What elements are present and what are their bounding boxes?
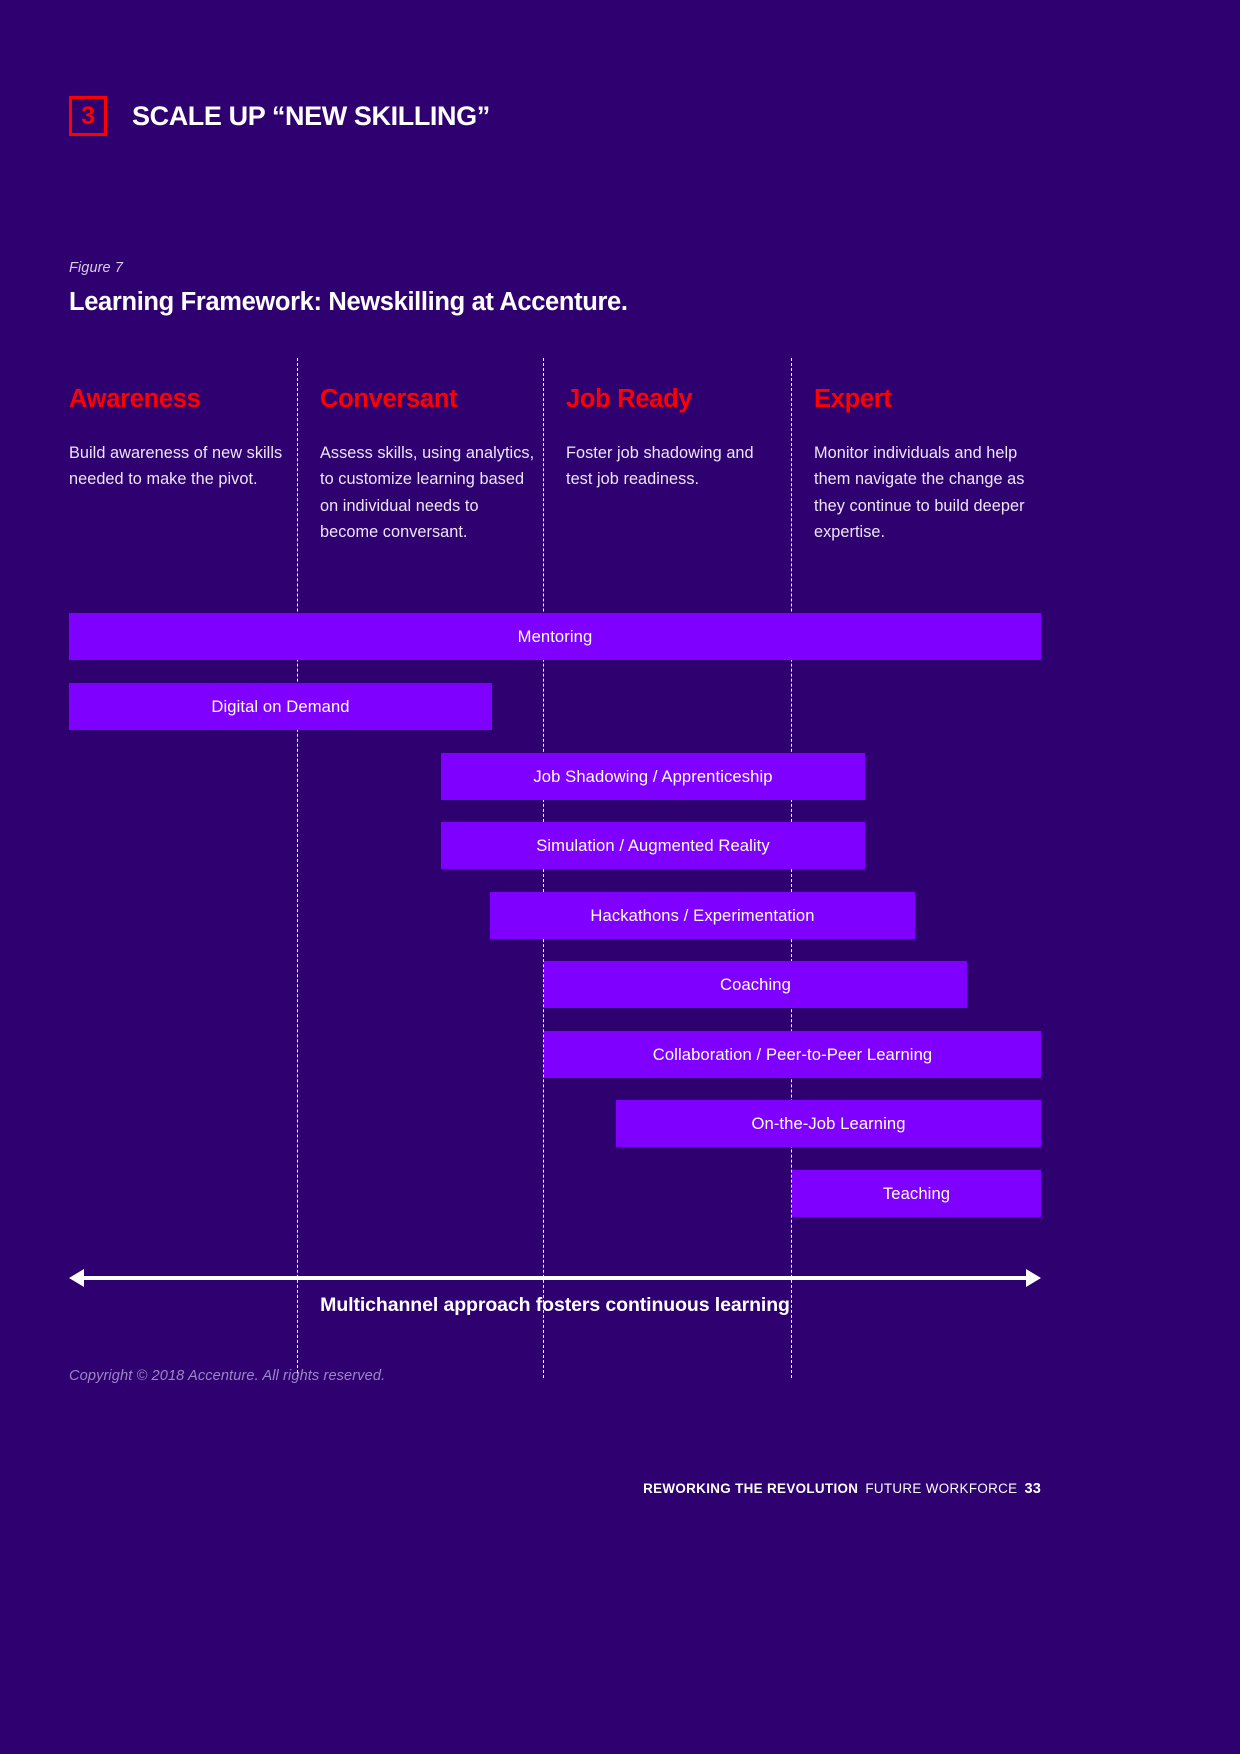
- learning-channel-bar: Hackathons / Experimentation: [490, 892, 915, 939]
- stage-description: Foster job shadowing and test job readin…: [566, 444, 754, 489]
- learning-channel-label: Collaboration / Peer-to-Peer Learning: [652, 1044, 933, 1064]
- stage-column-conversant: Conversant Assess skills, using analytic…: [320, 385, 535, 546]
- learning-channel-label: Mentoring: [517, 626, 593, 646]
- learning-channel-bar: Simulation / Augmented Reality: [441, 822, 865, 869]
- learning-channel-label: Hackathons / Experimentation: [590, 905, 815, 925]
- arrow-left-icon: [69, 1269, 84, 1287]
- stage-heading: Job Ready: [566, 385, 693, 413]
- footer-report-subtitle: FUTURE WORKFORCE: [865, 1481, 1018, 1496]
- footer-report-title: REWORKING THE REVOLUTION: [643, 1481, 859, 1496]
- stage-description: Monitor individuals and help them naviga…: [814, 444, 1025, 542]
- stage-heading: Awareness: [69, 385, 201, 413]
- learning-channel-label: Simulation / Augmented Reality: [536, 835, 770, 855]
- section-header: 3 SCALE UP “NEW SKILLING”: [69, 96, 490, 136]
- stage-column-awareness: Awareness Build awareness of new skills …: [69, 385, 284, 493]
- arrow-right-icon: [1026, 1269, 1041, 1287]
- learning-channel-label: Teaching: [882, 1183, 951, 1203]
- learning-channel-bar: Digital on Demand: [69, 683, 492, 730]
- page-number: 33: [1024, 1481, 1041, 1497]
- copyright-notice: Copyright © 2018 Accenture. All rights r…: [69, 1368, 386, 1384]
- learning-channel-bar: Teaching: [792, 1170, 1041, 1217]
- learning-channel-bar: Mentoring: [69, 613, 1041, 660]
- stage-description: Assess skills, using analytics, to custo…: [320, 444, 535, 542]
- learning-channel-bar: Job Shadowing / Apprenticeship: [441, 753, 865, 800]
- learning-channel-label: Coaching: [720, 974, 791, 994]
- learning-channel-label: On-the-Job Learning: [751, 1113, 906, 1133]
- section-number-badge: 3: [69, 96, 107, 136]
- learning-channel-label: Job Shadowing / Apprenticeship: [533, 766, 773, 786]
- axis-line: [83, 1276, 1027, 1280]
- axis-caption: Multichannel approach fosters continuous…: [320, 1294, 790, 1316]
- stage-column-expert: Expert Monitor individuals and help them…: [814, 385, 1049, 546]
- figure-title: Learning Framework: Newskilling at Accen…: [69, 288, 628, 316]
- learning-channel-bar: Collaboration / Peer-to-Peer Learning: [544, 1031, 1041, 1078]
- figure-label: Figure 7: [69, 260, 123, 276]
- continuum-axis: [69, 1269, 1041, 1287]
- learning-channel-label: Digital on Demand: [211, 696, 350, 716]
- stage-description: Build awareness of new skills needed to …: [69, 444, 283, 489]
- section-title: SCALE UP “NEW SKILLING”: [132, 100, 490, 131]
- page-footer: REWORKING THE REVOLUTION FUTURE WORKFORC…: [643, 1481, 1041, 1497]
- stage-divider-1: [297, 358, 298, 1378]
- stage-heading: Conversant: [320, 385, 458, 413]
- learning-channel-bar: Coaching: [544, 961, 967, 1008]
- stage-heading: Expert: [814, 385, 892, 413]
- stage-column-job-ready: Job Ready Foster job shadowing and test …: [566, 385, 784, 493]
- learning-channel-bar: On-the-Job Learning: [616, 1100, 1041, 1147]
